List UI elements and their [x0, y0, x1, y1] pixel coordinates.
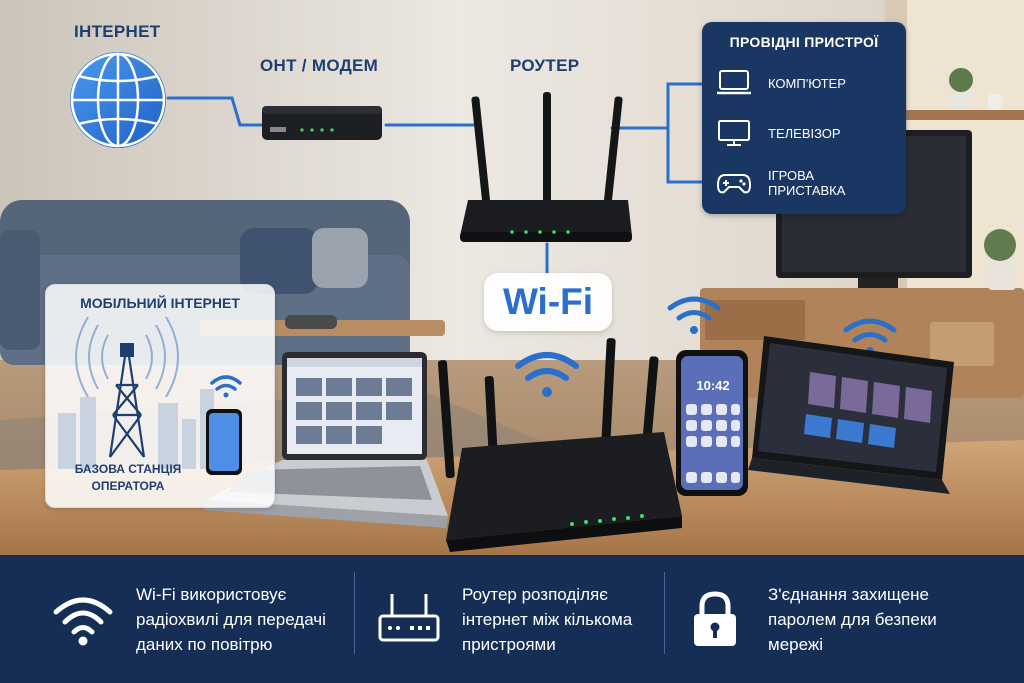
- footer-text-line: Wi-Fi використовує: [136, 584, 287, 604]
- base-station-line1: БАЗОВА СТАНЦІЯ: [74, 462, 182, 476]
- footer-text-line: паролем для безпеки: [768, 609, 937, 629]
- router-device-top: [460, 92, 632, 242]
- footer-item-router: Роутер розподіляє інтернет між кількома …: [376, 555, 632, 683]
- tv-icon: [718, 120, 750, 146]
- modem-label: ОНТ / МОДЕМ: [260, 56, 379, 75]
- footer-item-wifi: Wi-Fi використовує радіохвилі для переда…: [50, 555, 326, 683]
- internet-label: ІНТЕРНЕТ: [74, 22, 161, 41]
- footer-text-line: даних по повітрю: [136, 634, 273, 654]
- footer-text-line: радіохвилі для передачі: [136, 609, 326, 629]
- router-icon: [378, 594, 440, 642]
- wired-devices-panel: ПРОВІДНІ ПРИСТРОЇ КОМП'ЮТЕР ТЕЛЕВІЗОР: [702, 22, 906, 214]
- footer-text: Wi-Fi використовує радіохвилі для переда…: [136, 582, 326, 657]
- tablet-device: [748, 336, 954, 494]
- footer-text-line: З'єднання захищене: [768, 584, 929, 604]
- phone-device: [676, 350, 748, 496]
- footer-divider: [664, 572, 665, 654]
- router-device-front: [437, 338, 682, 552]
- footer-text-line: пристроями: [462, 634, 556, 654]
- router-label: РОУТЕР: [510, 56, 580, 75]
- footer-text-line: інтернет між кількома: [462, 609, 633, 629]
- wired-device-label: КОМП'ЮТЕР: [768, 75, 846, 91]
- wifi-signal-icon: [515, 352, 579, 397]
- footer-item-lock: З'єднання захищене паролем для безпеки м…: [682, 555, 937, 683]
- lock-icon: [694, 591, 736, 646]
- mobile-internet-title: МОБІЛЬНИЙ ІНТЕРНЕТ: [80, 295, 240, 311]
- gamepad-icon: [716, 174, 752, 194]
- wired-device-tv: ТЕЛЕВІЗОР: [716, 108, 892, 158]
- wired-device-computer: КОМП'ЮТЕР: [716, 58, 892, 108]
- base-station-line2: ОПЕРАТОРА: [91, 479, 165, 493]
- phone-clock: 10:42: [696, 378, 730, 393]
- info-footer: [0, 555, 1024, 683]
- wifi-icon: [53, 597, 113, 646]
- footer-text-line: Роутер розподіляє: [462, 584, 608, 604]
- footer-text: Роутер розподіляє інтернет між кількома …: [462, 582, 632, 657]
- wired-device-label: ІГРОВА ПРИСТАВКА: [768, 168, 846, 198]
- monitor-icon: [717, 70, 751, 95]
- modem-device: [262, 106, 382, 140]
- cell-tower-icon: [58, 316, 242, 475]
- footer-text: З'єднання захищене паролем для безпеки м…: [768, 582, 937, 657]
- wired-device-label: ТЕЛЕВІЗОР: [768, 125, 841, 141]
- wired-devices-title: ПРОВІДНІ ПРИСТРОЇ: [729, 34, 879, 50]
- wifi-signal-phone-icon: [667, 296, 721, 334]
- footer-text-line: мережі: [768, 634, 824, 654]
- network-diagram-scene: ІНТЕРНЕТ ОНТ / МОДЕМ РОУТЕР ПРОВІДНІ ПРИ…: [0, 0, 1024, 555]
- wired-device-console: ІГРОВА ПРИСТАВКА: [716, 158, 892, 208]
- globe-icon: [70, 52, 166, 148]
- base-station-label: БАЗОВА СТАНЦІЯ ОПЕРАТОРА: [46, 461, 210, 495]
- footer-divider: [354, 572, 355, 654]
- mobile-internet-panel: МОБІЛЬНИЙ ІНТЕРНЕТ: [45, 284, 275, 508]
- wifi-badge: Wi-Fi: [484, 273, 612, 331]
